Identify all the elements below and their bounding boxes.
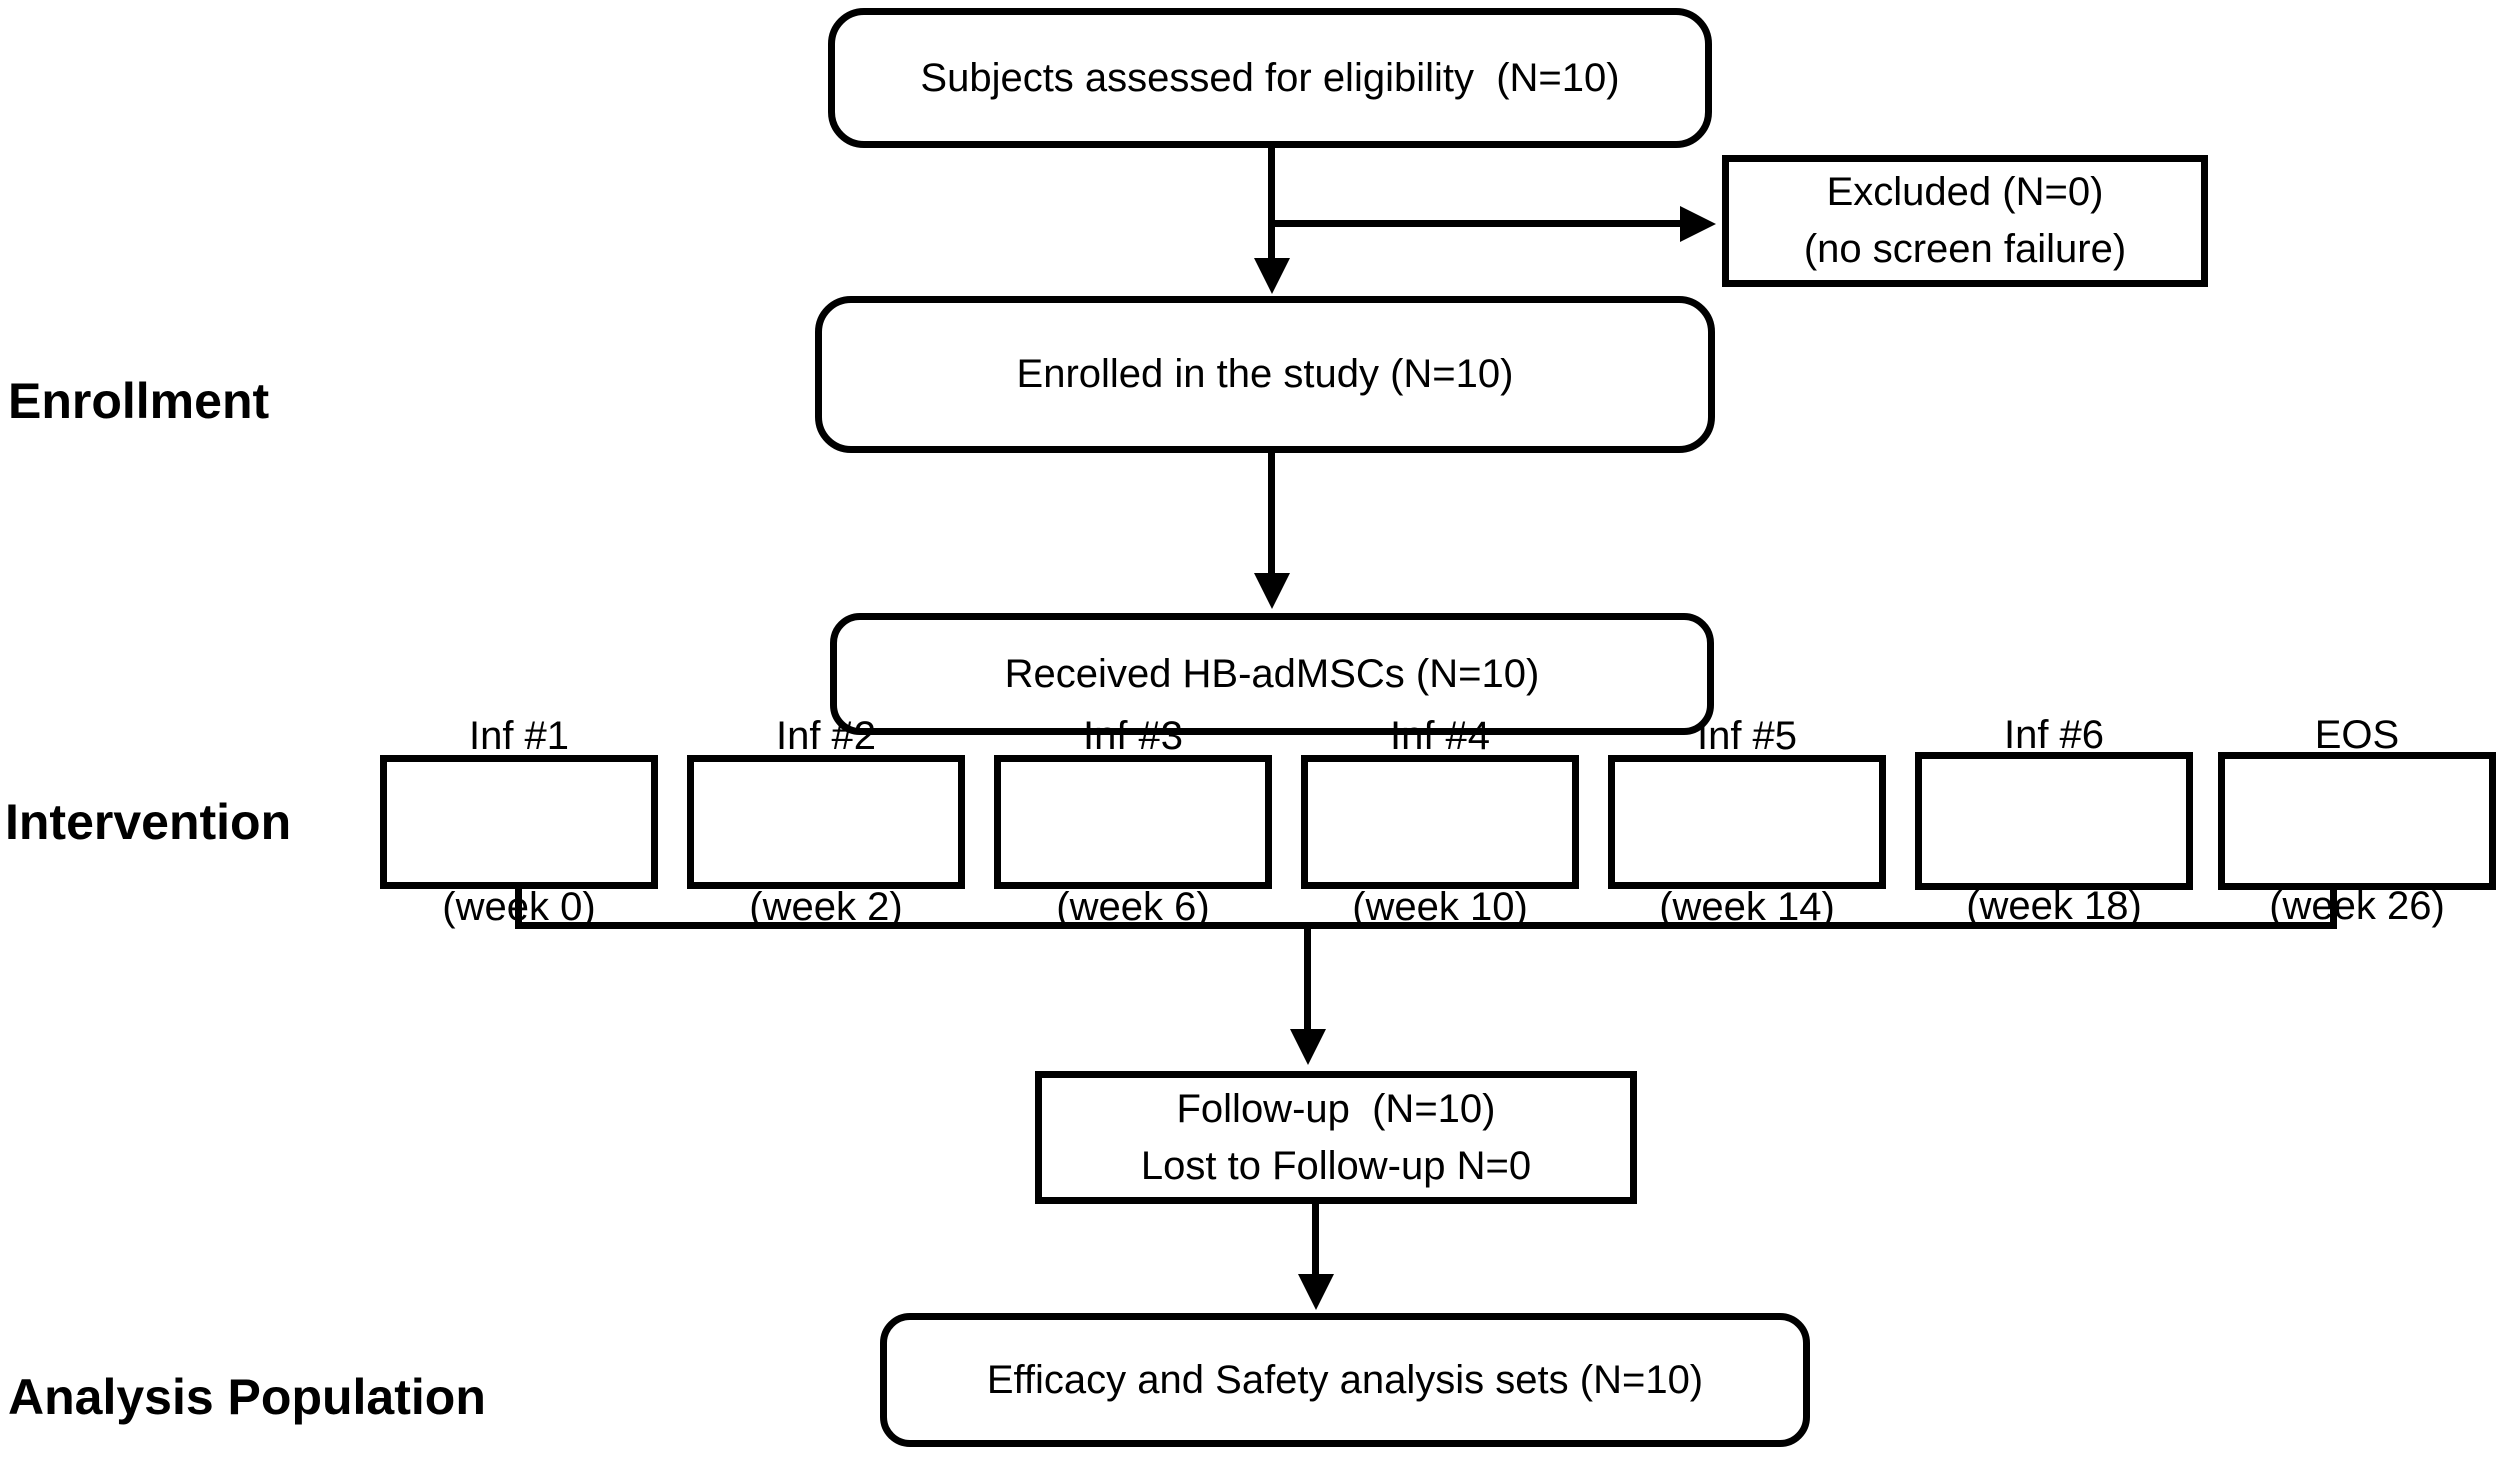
inf-5-timing: (week 14) — [1659, 885, 1835, 929]
box-follow-up: Follow-up (N=10) Lost to Follow-up N=0 — [1035, 1071, 1637, 1204]
connector-horizontal-collector — [515, 922, 2337, 929]
connector-drop-inf1 — [515, 889, 522, 929]
inf-2-timing: (week 2) — [749, 885, 903, 929]
eos-label: EOS — [2314, 713, 2400, 757]
box-inf-5: Inf #5 (week 14) — [1608, 714, 1886, 929]
box-received-hb-admscs: Received HB-adMSCs (N=10) — [830, 613, 1714, 735]
inf-5-label: Inf #5 — [1696, 714, 1798, 758]
arrowhead-down-enrolled — [1254, 258, 1290, 294]
stage-label-analysis-population: Analysis Population — [8, 1369, 486, 1425]
connector-drop-eos — [2330, 890, 2337, 929]
box-enrolled: Enrolled in the study (N=10) — [815, 296, 1715, 453]
arrowhead-down-analysis — [1298, 1274, 1334, 1310]
box-excluded: Excluded (N=0) (no screen failure) — [1722, 155, 2208, 287]
connector-followup-to-analysis — [1312, 1204, 1319, 1276]
arrowhead-down-received — [1254, 573, 1290, 609]
inf-6-label: Inf #6 — [2003, 713, 2105, 757]
eos-timing: (week 26) — [2269, 884, 2445, 928]
inf-4-timing: (week 10) — [1352, 885, 1528, 929]
box-inf-2: Inf #2 (week 2) — [687, 714, 965, 929]
inf-6-timing: (week 18) — [1966, 884, 2142, 928]
stage-label-enrollment: Enrollment — [8, 373, 270, 429]
box-analysis-sets: Efficacy and Safety analysis sets (N=10) — [880, 1313, 1810, 1447]
arrowhead-down-followup — [1290, 1029, 1326, 1065]
connector-enrolled-to-received — [1268, 453, 1275, 575]
box-inf-4: Inf #4 (week 10) — [1301, 714, 1579, 929]
box-inf-6: Inf #6 (week 18) — [1915, 713, 2193, 928]
box-inf-1: Inf #1 (week 0) — [380, 714, 658, 929]
connector-branch-to-excluded — [1268, 220, 1682, 227]
box-eos: EOS (week 26) — [2218, 713, 2496, 928]
inf-1-label: Inf #1 — [468, 714, 570, 758]
inf-1-timing: (week 0) — [442, 885, 596, 929]
arrowhead-right-excluded — [1680, 206, 1716, 242]
inf-4-label: Inf #4 — [1389, 714, 1491, 758]
box-subjects-assessed: Subjects assessed for eligibility (N=10) — [828, 8, 1712, 148]
stage-label-intervention: Intervention — [5, 794, 292, 850]
connector-collector-to-followup — [1304, 929, 1311, 1031]
inf-2-label: Inf #2 — [775, 714, 877, 758]
box-inf-3: Inf #3 (week 6) — [994, 714, 1272, 929]
inf-3-label: Inf #3 — [1082, 714, 1184, 758]
inf-3-timing: (week 6) — [1056, 885, 1210, 929]
connector-eligibility-to-enrolled — [1268, 148, 1275, 260]
